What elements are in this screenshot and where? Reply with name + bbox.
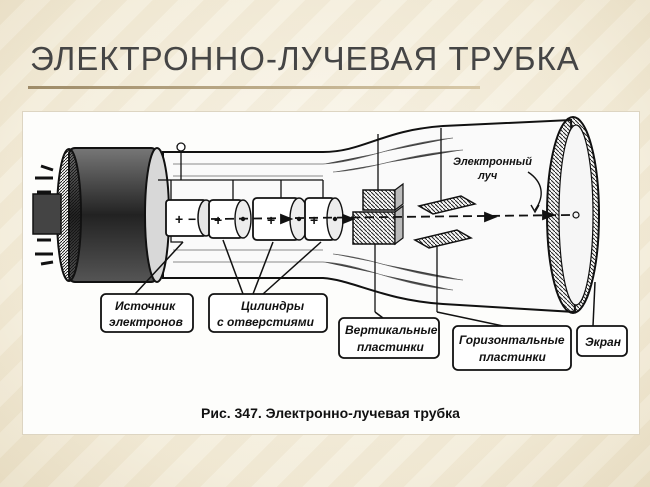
slide-title: ЭЛЕКТРОННО-ЛУЧЕВАЯ ТРУБКА [30, 40, 580, 77]
minus-symbol-source: − [188, 211, 196, 227]
horizontal-plates-label-line2: пластинки [479, 350, 546, 364]
diagram-panel: + − + + + [22, 111, 640, 435]
title-underline [28, 86, 480, 89]
figure-caption: Рис. 347. Электронно-лучевая трубка [201, 405, 460, 421]
cylinders-label-line2: с отверстиями [217, 315, 315, 329]
tube-base [32, 147, 170, 283]
vertical-plates-label-line1: Вертикальные [345, 323, 438, 337]
horizontal-plates [412, 128, 478, 312]
label-screen: Экран [576, 325, 628, 357]
beam-label-line2: луч [477, 170, 498, 182]
label-electron-source: Источник электронов [100, 293, 194, 333]
label-vertical-plates: Вертикальные пластинки [338, 317, 440, 359]
crt-diagram: + − + + + [32, 116, 628, 421]
cylinders-label-line1: Цилиндры [241, 299, 305, 313]
electron-source-label-line1: Источник [115, 299, 176, 313]
beam-label-line1: Электронный [453, 156, 532, 168]
screen-label: Экран [585, 335, 622, 349]
electron-beam [210, 209, 572, 225]
plus-symbol-source: + [175, 211, 183, 227]
vertical-plates-label-line2: пластинки [357, 340, 424, 354]
plus-symbol-3: + [310, 212, 318, 228]
vertical-plates [352, 134, 404, 312]
label-horizontal-plates: Горизонтальные пластинки [452, 325, 572, 371]
label-cylinders: Цилиндры с отверстиями [208, 293, 328, 333]
plus-symbol-1: + [214, 212, 222, 228]
pointer-lines [134, 239, 596, 327]
plus-symbol-2: + [267, 212, 275, 228]
cylinder-3: + [304, 197, 344, 241]
beam-label: Электронный луч [453, 156, 542, 214]
screen-end [546, 116, 600, 314]
electron-source: + − [165, 199, 215, 237]
electron-source-label-line2: электронов [109, 315, 183, 329]
horizontal-plates-label-line1: Горизонтальные [459, 333, 565, 347]
